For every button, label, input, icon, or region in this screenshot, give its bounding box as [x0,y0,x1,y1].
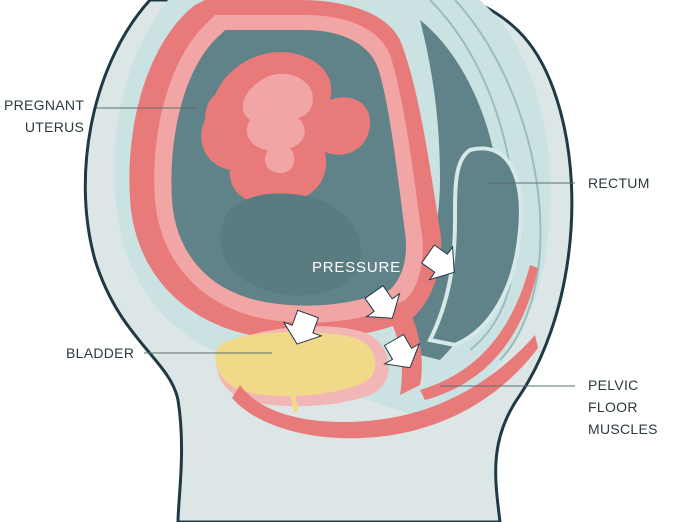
pressure-arrow-icon [282,309,323,345]
pelvic-floor-sling [420,265,538,400]
label-rectum: RECTUM [588,172,650,194]
label-line: PELVIC [588,377,639,393]
urethra [289,389,299,413]
leader-lines [96,107,575,387]
label-line: BLADDER [66,345,135,361]
pelvic-floor-muscles [232,335,538,439]
fetus-highlight [242,73,313,174]
rectum-shape [427,146,523,348]
label-pelvic-floor-muscles: PELVIC FLOOR MUSCLES [588,374,658,440]
label-pressure: PRESSURE [312,259,401,276]
bladder-shape [215,331,376,397]
pressure-arrows [282,244,455,369]
label-line: UTERUS [24,119,85,135]
label-pregnant-uterus: PREGNANT UTERUS [4,94,84,138]
pressure-arrow-icon [420,244,455,281]
label-bladder: BLADDER [66,342,134,364]
label-line: FLOOR [588,399,638,415]
pressure-arrow-icon [364,284,401,319]
fetus-head [220,193,361,296]
pressure-arrow-icon [383,333,421,369]
spine-line-2 [454,0,542,361]
label-line: RECTUM [588,175,650,191]
label-line: PREGNANT [4,97,85,113]
label-line: MUSCLES [588,421,658,437]
